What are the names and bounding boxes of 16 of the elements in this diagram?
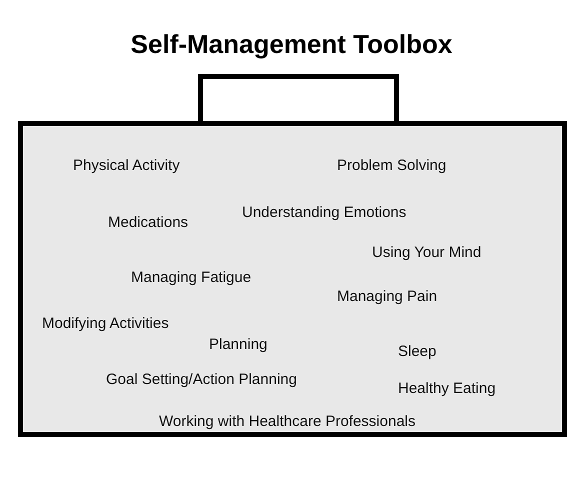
tool-label: Understanding Emotions xyxy=(242,204,406,222)
tool-label: Working with Healthcare Professionals xyxy=(159,413,416,431)
tool-label: Sleep xyxy=(398,343,436,361)
tool-label: Using Your Mind xyxy=(372,244,482,262)
toolbox-body xyxy=(18,121,567,437)
toolbox-handle xyxy=(198,74,399,121)
diagram-title: Self-Management Toolbox xyxy=(130,28,452,60)
tool-label: Medications xyxy=(108,214,188,232)
tool-label: Managing Fatigue xyxy=(131,269,252,287)
tool-label: Goal Setting/Action Planning xyxy=(106,371,297,389)
tool-label: Healthy Eating xyxy=(398,380,496,398)
tool-label: Physical Activity xyxy=(73,157,180,175)
tool-label: Problem Solving xyxy=(337,157,446,175)
tool-label: Planning xyxy=(209,336,268,354)
tool-label: Modifying Activities xyxy=(42,315,169,333)
tool-label: Managing Pain xyxy=(337,288,438,306)
